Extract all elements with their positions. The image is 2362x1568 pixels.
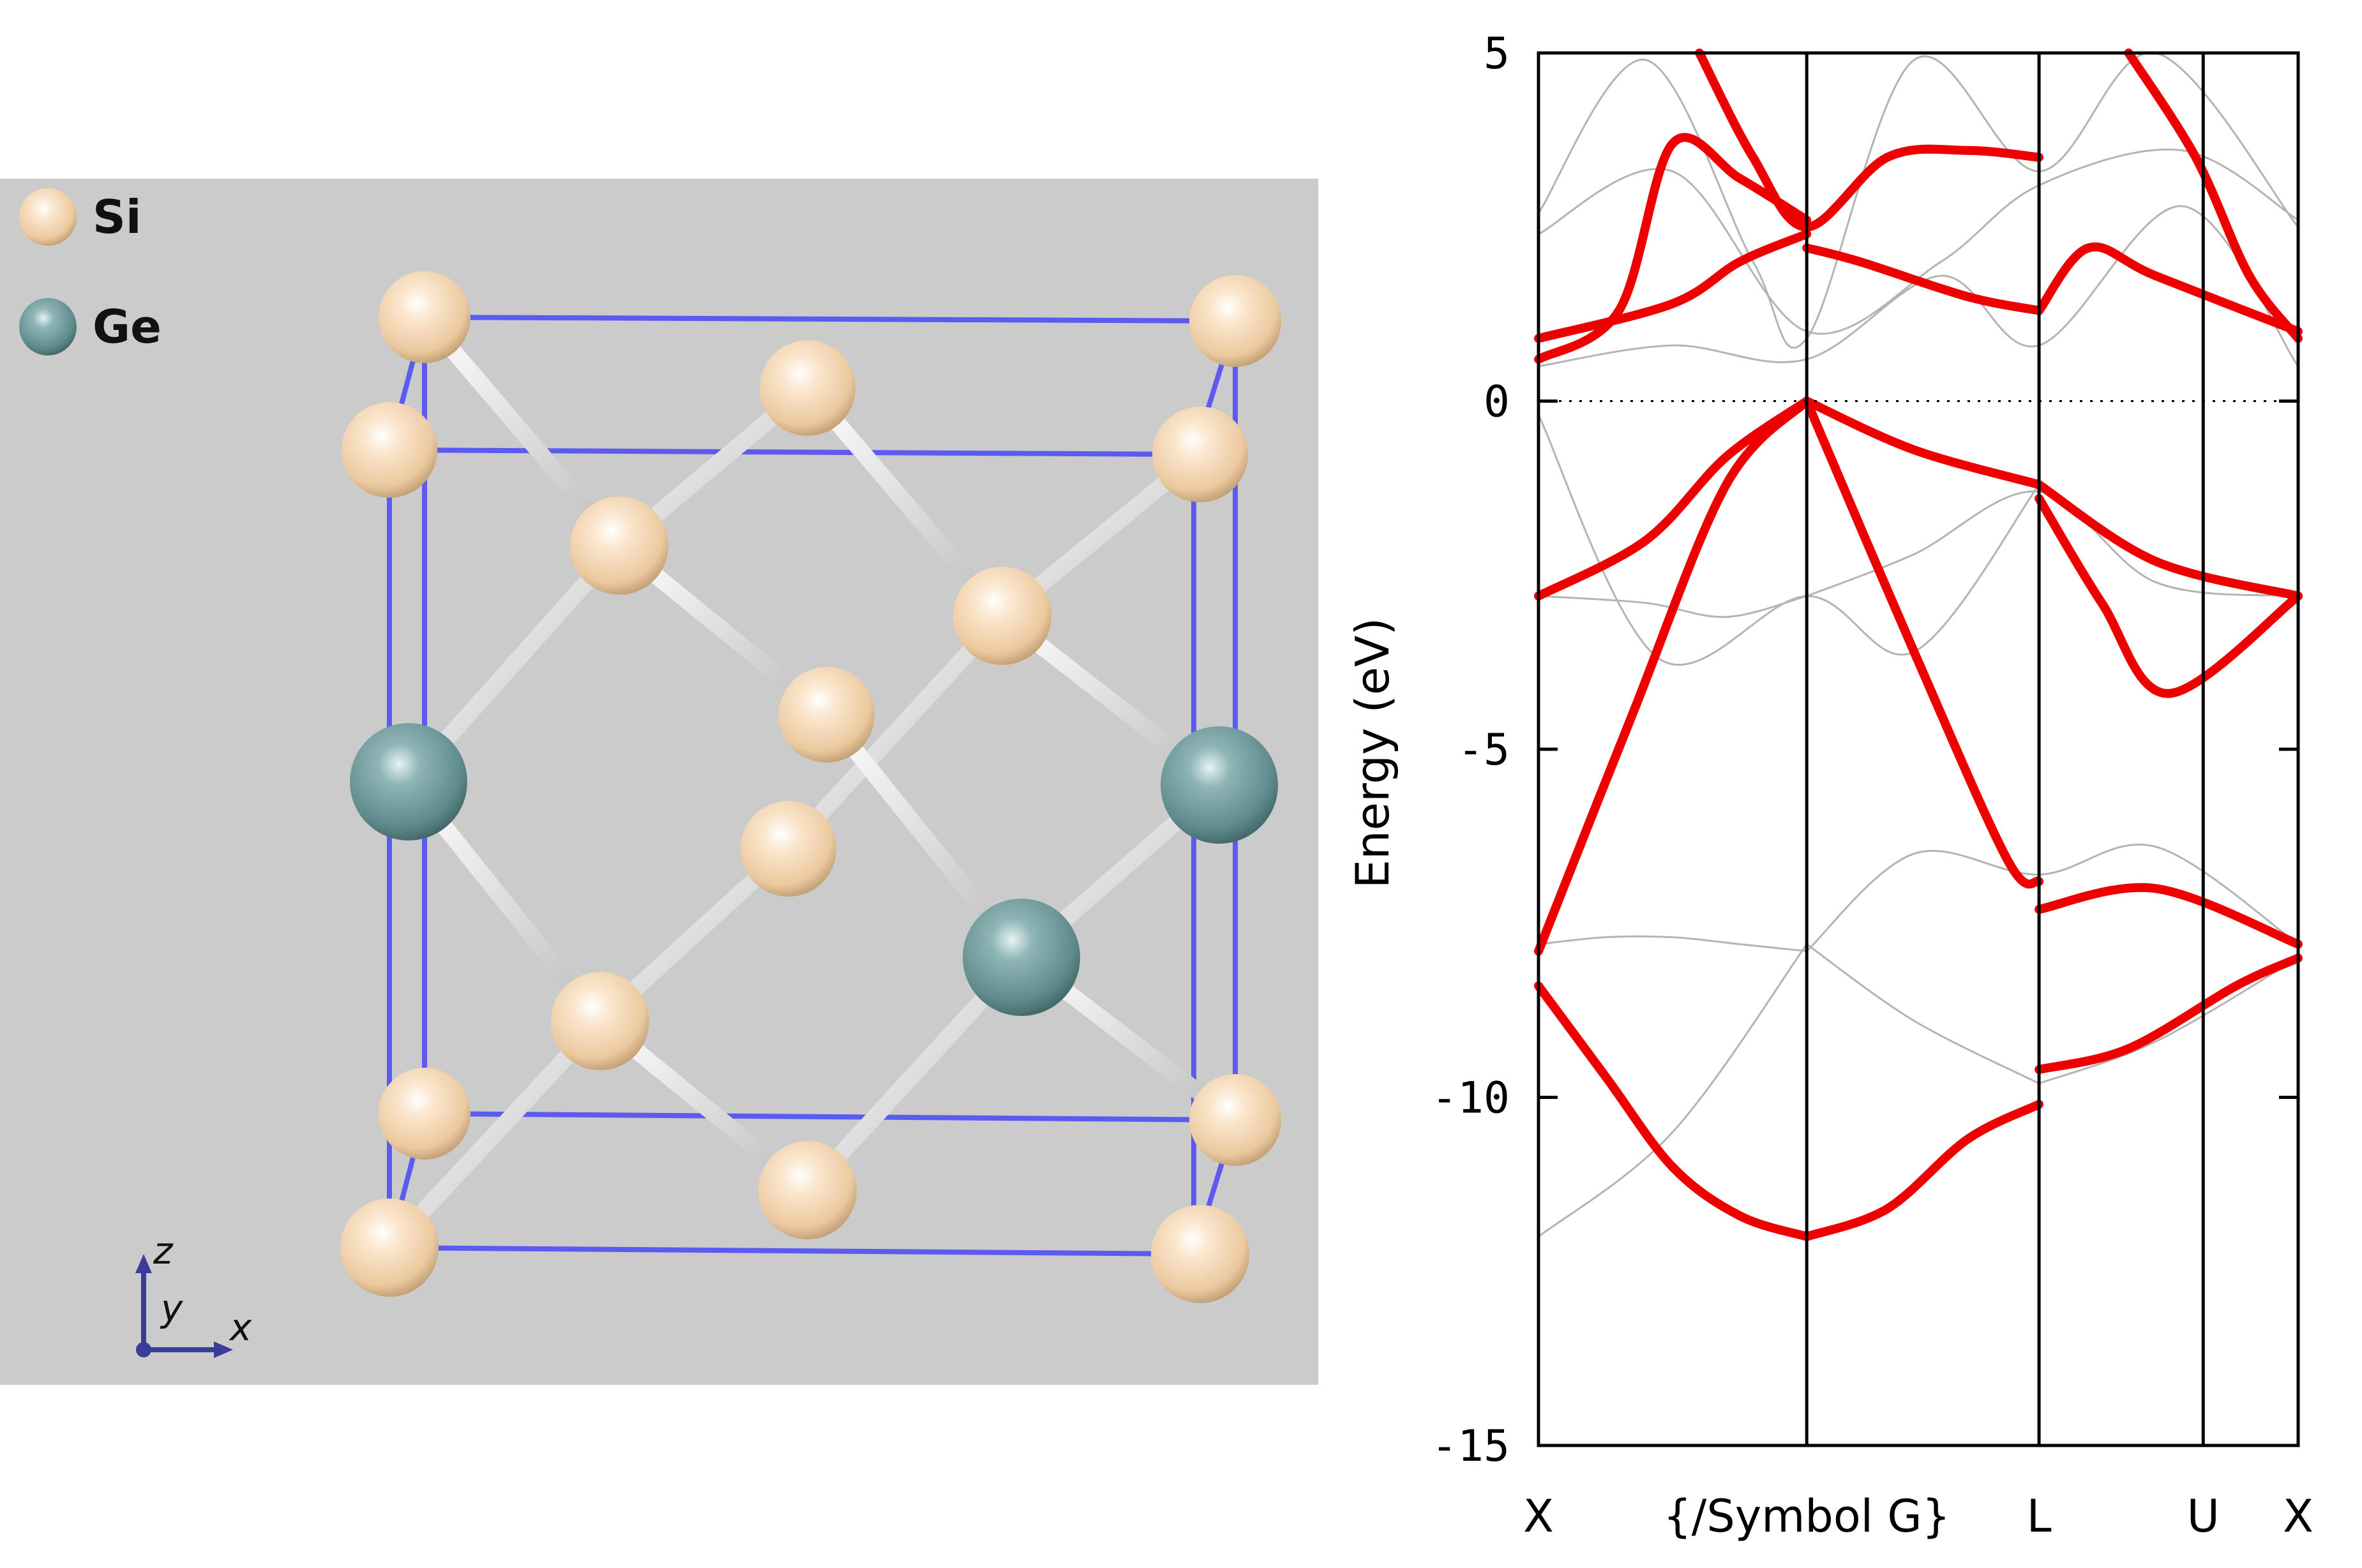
projected-band-line: [1534, 396, 1812, 601]
orientation-axes: z y x: [135, 1229, 252, 1358]
cell-edge: [389, 447, 1194, 457]
legend-si-label: Si: [93, 190, 142, 244]
x-axis-letter: x: [229, 1306, 252, 1349]
ge-atom: [1161, 726, 1278, 844]
bond: [780, 608, 1011, 857]
si-atom: [340, 1198, 439, 1297]
band-line: [1537, 51, 2299, 349]
projected-band-line: [1802, 396, 2044, 489]
atoms: [340, 271, 1281, 1303]
y-tick-label: 0: [1484, 377, 1510, 428]
structure-background: [0, 179, 1318, 1385]
band-line: [1538, 943, 1808, 1237]
projected-band-line: [1695, 49, 2044, 232]
projected-bands-group: [1534, 49, 2303, 1241]
plot-frame: [1537, 51, 2300, 1447]
y-axis-label: Energy (eV): [1346, 618, 1399, 889]
si-atom: [779, 667, 875, 763]
kpoint-label: U: [2187, 1490, 2220, 1542]
cell-edge: [424, 315, 1236, 324]
cell-edge: [389, 1245, 1194, 1257]
legend-si-marker: [19, 188, 77, 246]
si-atom: [342, 402, 437, 498]
projected-band-line: [2035, 243, 2303, 336]
projected-band-line: [1534, 396, 1812, 956]
band-line: [1806, 843, 2299, 952]
si-atom: [1189, 275, 1281, 367]
si-atom: [953, 567, 1051, 665]
z-axis-arrowhead: [135, 1254, 152, 1273]
y-axis-letter: y: [160, 1287, 183, 1330]
bond: [416, 309, 628, 554]
x-axis-arrowhead: [214, 1341, 233, 1358]
y-tick-label: 5: [1484, 29, 1510, 79]
si-atom: [379, 271, 470, 363]
crystal-structure-panel: Si Ge: [0, 179, 1318, 1385]
y-tick-label: -15: [1431, 1421, 1510, 1472]
ge-atom: [350, 723, 467, 840]
other-bands-group: [1537, 51, 2299, 1237]
projected-band-line: [2035, 480, 2303, 601]
kpoint-label: X: [1523, 1490, 1554, 1542]
band-line: [1538, 205, 2299, 368]
si-atom: [741, 801, 836, 897]
si-atom: [1151, 1205, 1249, 1303]
y-tick-label: -10: [1431, 1073, 1510, 1124]
projected-band-line: [1534, 981, 1812, 1241]
si-atom: [379, 1068, 470, 1160]
band-line: [1538, 595, 1807, 618]
kpoint-label: {/Symbol G}: [1663, 1490, 1950, 1542]
y-axis-dot: [136, 1342, 151, 1357]
band-line: [1538, 935, 1807, 952]
projected-band-line: [1802, 396, 2044, 889]
projected-band-line: [1802, 1100, 2044, 1241]
z-axis-letter: z: [153, 1229, 174, 1273]
bond: [381, 1013, 608, 1256]
si-atom: [760, 340, 855, 436]
species-legend: Si Ge: [19, 188, 162, 355]
si-atom: [551, 972, 649, 1070]
legend-ge-label: Ge: [93, 300, 162, 354]
kpoint-label: L: [2027, 1490, 2052, 1542]
ge-atom: [963, 899, 1080, 1016]
si-atom: [570, 497, 668, 595]
kpoint-label: X: [2283, 1490, 2313, 1542]
bond: [799, 380, 1011, 624]
band-line: [1537, 414, 2040, 666]
cell-edge: [424, 1111, 1236, 1123]
axes-layer: X {/Symbol G} L U X 5 0 -5 -10 -15: [1431, 29, 2313, 1542]
y-tick-label: -5: [1457, 725, 1510, 775]
si-atom: [1152, 407, 1248, 502]
projected-band-line: [2124, 49, 2303, 343]
projected-band-line: [2035, 953, 2303, 1074]
legend-ge-marker: [19, 298, 77, 355]
projected-band-line: [1534, 133, 1812, 364]
si-atom: [758, 1141, 857, 1239]
band-structure-chart: X {/Symbol G} L U X 5 0 -5 -10 -15 Energy (eV): [1346, 29, 2313, 1542]
band-line: [1806, 943, 2040, 1085]
projected-band-line: [2035, 883, 2303, 949]
projected-band-line: [1802, 243, 2044, 315]
projected-band-line: [2035, 494, 2303, 698]
si-atom: [1189, 1074, 1281, 1166]
projected-band-line: [1534, 229, 1812, 343]
band-line: [2038, 957, 2299, 1085]
